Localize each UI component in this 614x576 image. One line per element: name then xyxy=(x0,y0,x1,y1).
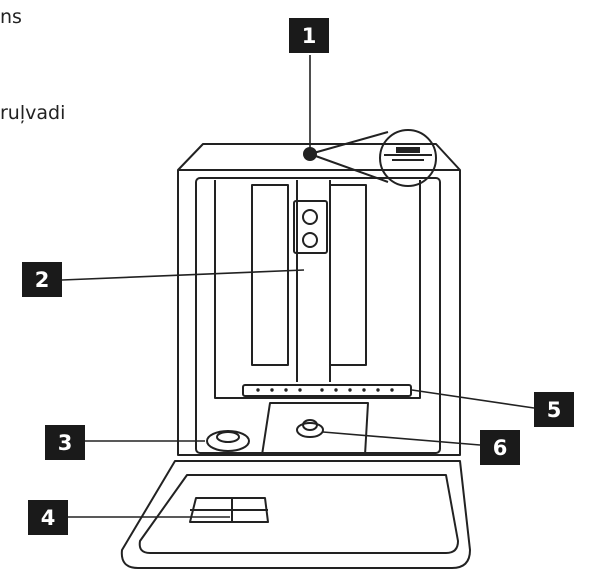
indicator-dot xyxy=(303,147,317,161)
spray-arm-holes xyxy=(256,388,393,391)
inner-tub xyxy=(196,178,440,453)
lower-spray-arm xyxy=(243,385,411,396)
leader-5 xyxy=(412,390,534,408)
callout-4: 4 xyxy=(28,500,68,535)
callout-2-label: 2 xyxy=(35,268,50,292)
leader-2 xyxy=(62,270,304,280)
callout-6: 6 xyxy=(480,430,520,465)
callout-3-label: 3 xyxy=(58,431,73,455)
callout-2: 2 xyxy=(22,262,62,297)
callout-6-label: 6 xyxy=(493,436,508,460)
door-inner-panel xyxy=(140,475,458,553)
upper-spray-unit xyxy=(294,201,327,253)
callout-4-label: 4 xyxy=(41,506,56,530)
leader-6 xyxy=(323,432,480,445)
callout-1: 1 xyxy=(289,18,329,53)
tub-back-wall xyxy=(215,180,420,398)
left-rack-panel xyxy=(252,185,288,365)
cabinet-body xyxy=(178,144,460,455)
callout-3: 3 xyxy=(45,425,85,460)
callout-1-label: 1 xyxy=(302,24,317,48)
open-door xyxy=(122,461,470,568)
callout-5-label: 5 xyxy=(547,398,562,422)
spray-nozzle-bottom xyxy=(303,233,317,247)
right-rack-panel xyxy=(330,185,366,365)
spray-nozzle-top xyxy=(303,210,317,224)
callout-5: 5 xyxy=(534,392,574,427)
indicator-zoom-cone xyxy=(310,132,388,182)
